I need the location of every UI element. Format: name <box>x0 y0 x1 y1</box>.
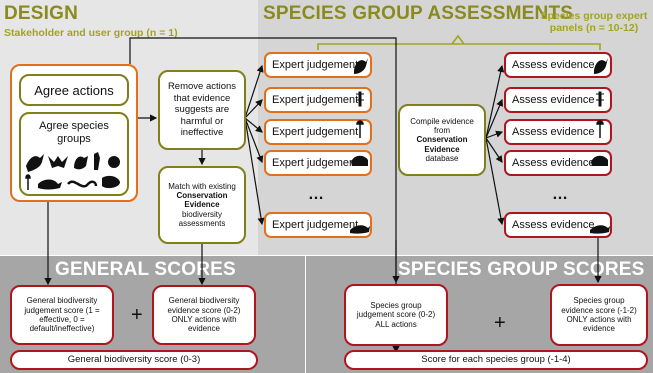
assess-ellipsis: … <box>552 186 569 203</box>
assess-icons <box>590 58 610 234</box>
compile-post-label: database <box>425 153 459 163</box>
agree-species-label: Agree species groups <box>39 120 109 145</box>
weasel-icon <box>350 225 370 234</box>
bird-icon <box>26 154 44 172</box>
compile-evidence-box: Compile evidence from Conservation Evide… <box>398 104 486 176</box>
weasel-icon <box>38 179 62 190</box>
species-judgement-score: Species group judgement score (0-2) ALL … <box>344 284 448 346</box>
general-judgement-score: General biodiversity judgement score (1 … <box>10 285 114 345</box>
plant-icon <box>356 120 364 138</box>
agree-actions-label: Agree actions <box>34 82 114 98</box>
species-evidence-score: Species group evidence score (-1-2) ONLY… <box>550 284 648 346</box>
assess-evidence-5: Assess evidence <box>504 212 612 238</box>
general-plus: + <box>131 304 143 326</box>
match-bold-label: Conservation Evidence <box>176 191 228 210</box>
design-title: DESIGN <box>4 3 79 24</box>
plant-icon <box>596 120 604 138</box>
species-silhouettes <box>25 152 120 190</box>
remove-actions-label: Remove actions that evidence suggests ar… <box>167 81 237 139</box>
species-total-score: Score for each species group (-1-4) <box>344 350 648 370</box>
compile-bold-label: Conservation Evidence <box>416 135 468 154</box>
frog-icon <box>102 175 120 189</box>
assess-evidence-1: Assess evidence <box>504 52 612 78</box>
match-pre-label: Match with existing <box>168 181 236 191</box>
general-evidence-score: General biodiversity evidence score (0-2… <box>152 285 256 345</box>
expert-judgement-2: Expert judgement <box>264 87 372 113</box>
species-scores-title: SPECIES GROUP SCORES <box>398 259 645 280</box>
match-evidence-box: Match with existing Conservation Evidenc… <box>158 166 246 244</box>
expert-judgement-4: Expert judgement <box>264 150 372 176</box>
insect-icon <box>596 91 604 107</box>
assess-evidence-3: Assess evidence <box>504 119 612 145</box>
assess-evidence-2: Assess evidence <box>504 87 612 113</box>
remove-actions-box: Remove actions that evidence suggests ar… <box>158 70 246 150</box>
mammal-icon <box>351 155 368 166</box>
insect-icon <box>108 156 120 168</box>
expert-panels-label: Species group expert panels (n = 10-12) <box>540 10 648 34</box>
weasel-icon <box>590 225 610 234</box>
bird-icon <box>94 152 100 170</box>
match-post-label: biodiversity assessments <box>178 209 226 228</box>
insect-icon <box>356 91 364 107</box>
expert-judgement-3: Expert judgement <box>264 119 372 145</box>
compile-pre-label: Compile evidence from <box>410 116 474 136</box>
mammal-icon <box>591 155 608 166</box>
agree-actions-box: Agree actions <box>19 74 129 106</box>
expert-judgement-5: Expert judgement <box>264 212 372 238</box>
bird-icon <box>594 58 608 74</box>
species-plus: + <box>494 312 506 334</box>
snake-icon <box>67 180 98 188</box>
bat-icon <box>48 156 68 168</box>
bird-icon <box>354 58 368 74</box>
bird-icon <box>74 156 88 170</box>
expert-ellipsis: … <box>308 186 325 203</box>
plant-icon <box>25 174 31 190</box>
assessments-title: SPECIES GROUP ASSESSMENTS <box>263 3 574 24</box>
design-subtitle: Stakeholder and user group (n = 1) <box>4 27 178 39</box>
general-scores-title: GENERAL SCORES <box>55 259 236 280</box>
general-total-score: General biodiversity score (0-3) <box>10 350 258 370</box>
expert-icons <box>350 58 370 234</box>
